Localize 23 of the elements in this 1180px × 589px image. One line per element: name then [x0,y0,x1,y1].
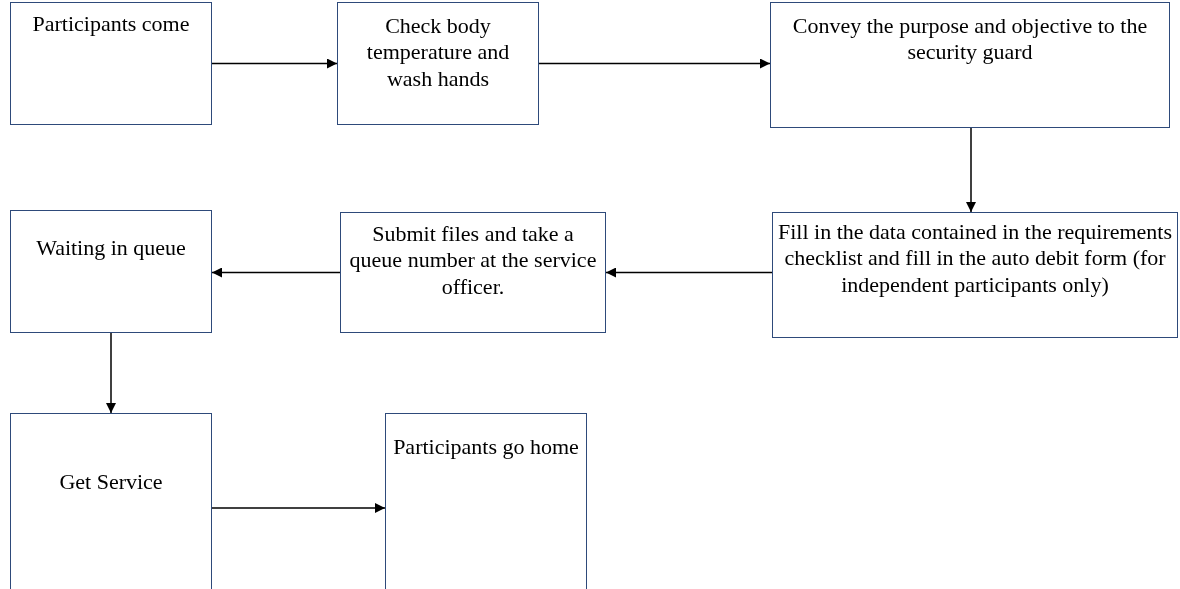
step-text: Convey the purpose and objective to the security guard [792,13,1148,65]
step-text: Participants come [32,11,190,36]
arrow [538,58,771,69]
process-box [10,413,212,589]
arrow [106,332,116,414]
step-text: Get Service [59,469,163,494]
arrow [211,503,386,513]
arrow [211,58,338,69]
process-box [340,212,606,333]
step-text: Participants go home [393,434,579,459]
process-box [337,2,539,125]
process-box [770,2,1170,128]
process-box [385,413,587,589]
arrow [605,267,773,278]
process-box [10,2,212,125]
arrow [966,127,976,213]
step-text: Fill in the data contained in the requirements checklist and fill in the auto debit form (for independent participants only) [777,219,1173,297]
step-text: Submit files and take a queue number at the service officer. [349,221,597,299]
step-text: Waiting in queue [36,235,186,260]
arrow [211,267,341,278]
process-box [772,212,1178,338]
process-box [10,210,212,333]
step-text: Check body temperature and wash hands [366,13,510,91]
